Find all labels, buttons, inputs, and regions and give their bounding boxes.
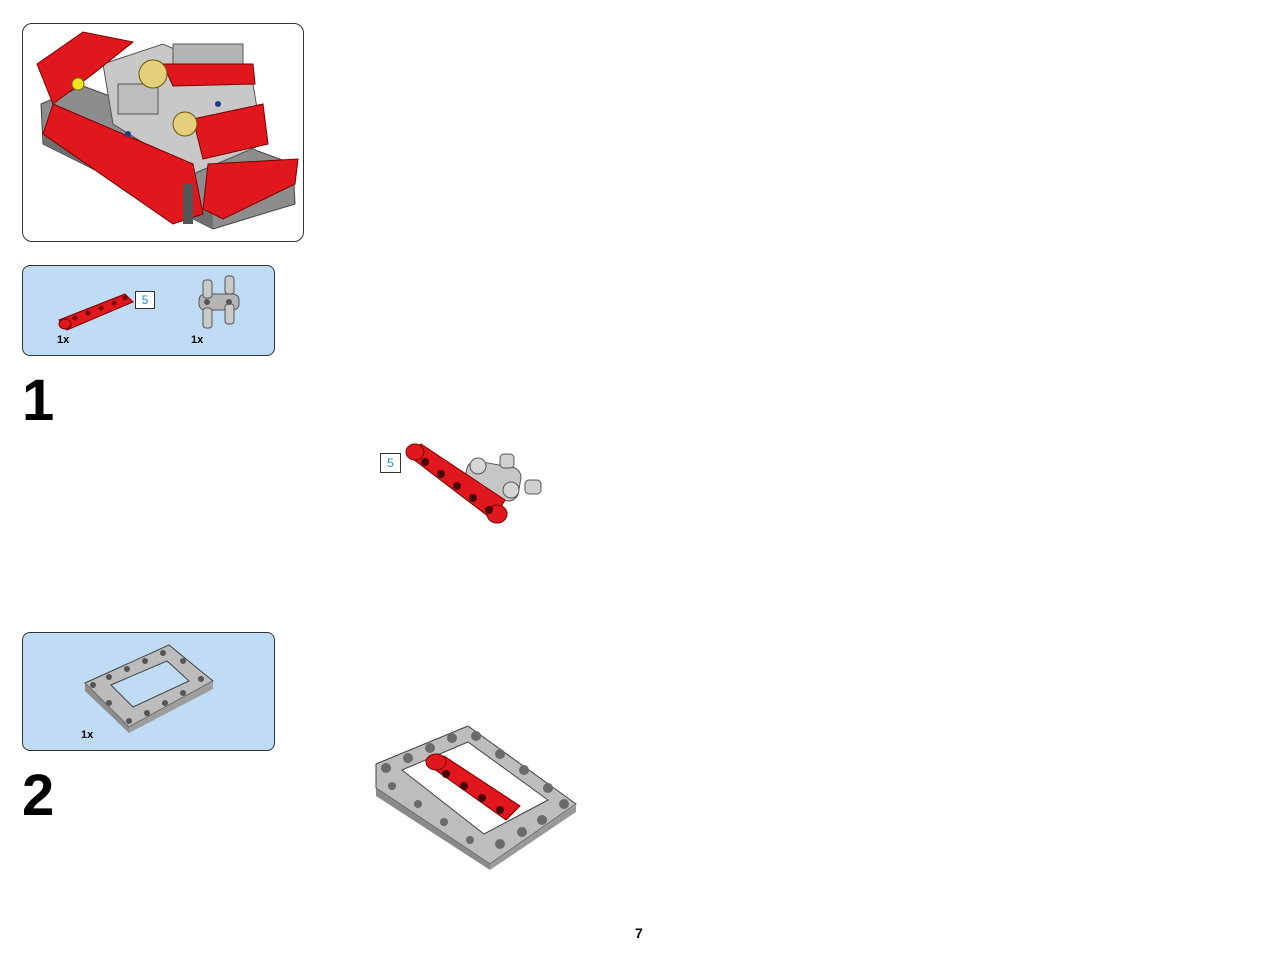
step-number: 2 (22, 763, 54, 828)
assembled-model-preview-icon (36, 31, 299, 230)
step2-parts-panel: 1x (22, 632, 275, 751)
step-number: 1 (22, 368, 54, 433)
length-tag: 5 (380, 453, 401, 473)
step1-assembly-icon (405, 443, 542, 524)
quantity-label: 1x (57, 334, 70, 346)
quantity-label: 1x (81, 729, 94, 741)
grey-frame-icon (84, 644, 214, 733)
grey-cross-block-icon (198, 275, 240, 329)
red-beam-5-icon (58, 293, 134, 331)
quantity-label: 1x (191, 334, 204, 346)
model-preview-panel (22, 23, 304, 242)
length-tag: 5 (135, 291, 155, 309)
step1-parts-panel: 5 1x 1x (22, 265, 275, 356)
page-number: 7 (635, 925, 643, 941)
step2-assembly-icon (375, 725, 577, 870)
